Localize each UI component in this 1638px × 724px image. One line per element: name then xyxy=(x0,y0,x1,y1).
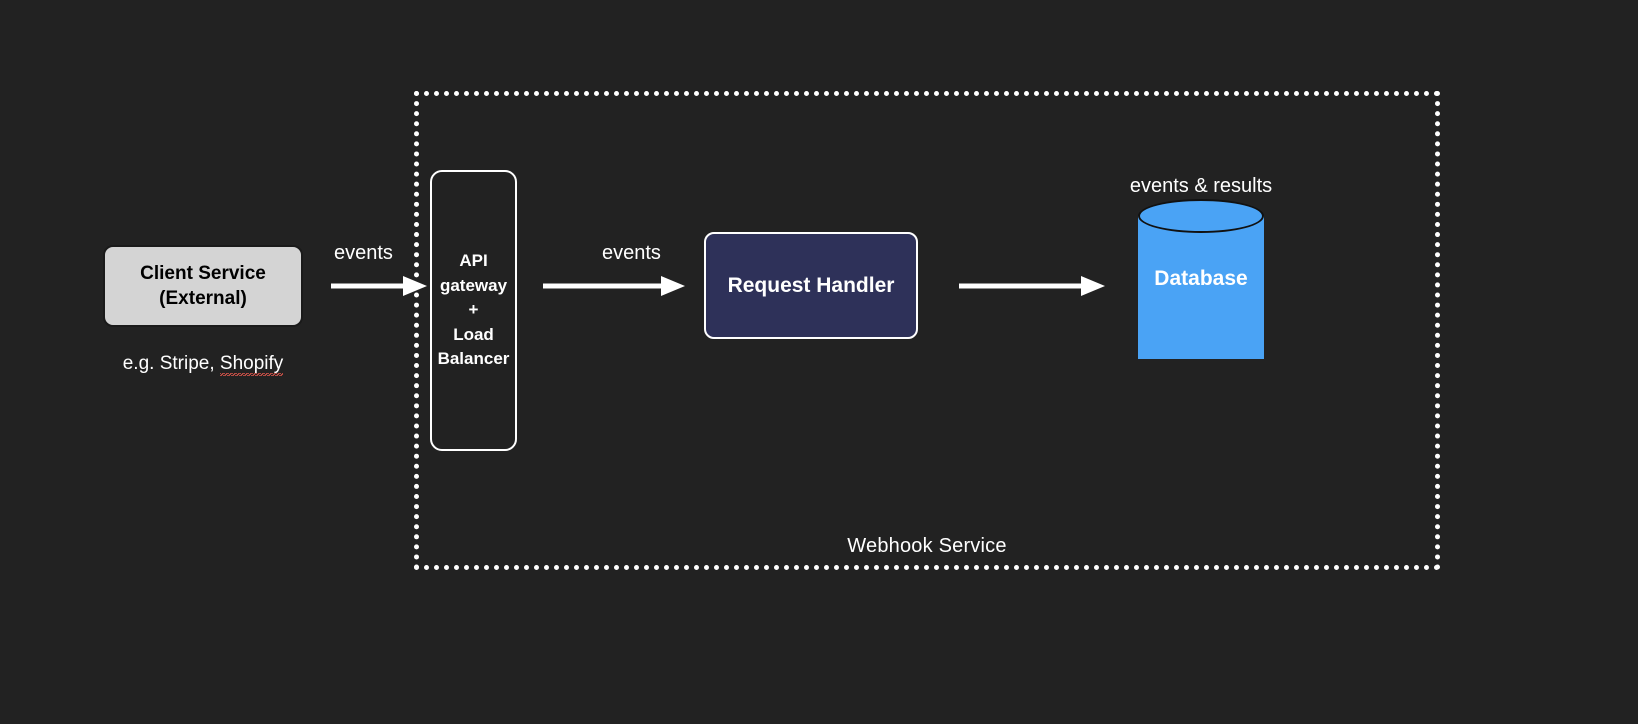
arrow-label-gateway-to-handler: events xyxy=(602,242,661,264)
webhook-service-label: Webhook Service xyxy=(847,535,1007,557)
arrow-gateway-to-handler xyxy=(543,275,685,297)
node-client-service[interactable]: Client Service (External) xyxy=(103,245,303,327)
api-gateway-line-4: Load xyxy=(453,324,494,344)
api-gateway-line-3: + xyxy=(468,300,479,320)
webhook-service-boundary xyxy=(414,91,1440,570)
arrow-label-client-to-gateway: events xyxy=(334,242,393,264)
node-api-gateway-load-balancer[interactable]: API gateway + Load Balancer xyxy=(430,170,517,451)
client-service-line-2: (External) xyxy=(159,288,247,309)
client-service-note: e.g. Stripe, Shopify xyxy=(103,353,303,376)
database-cylinder-top xyxy=(1138,199,1264,233)
node-request-handler[interactable]: Request Handler xyxy=(704,232,918,339)
node-database[interactable]: Database xyxy=(1138,199,1264,359)
arrow-client-to-gateway xyxy=(331,275,427,297)
api-gateway-line-1: API xyxy=(459,250,488,270)
database-cylinder-body xyxy=(1138,216,1264,359)
client-note-prefix: e.g. Stripe, xyxy=(122,353,220,374)
api-gateway-line-5: Balancer xyxy=(437,349,510,369)
database-caption: events & results xyxy=(1129,175,1273,197)
database-label: Database xyxy=(1154,267,1248,290)
api-gateway-line-2: gateway xyxy=(439,275,508,295)
arrow-handler-to-database xyxy=(959,275,1105,297)
request-handler-label: Request Handler xyxy=(727,273,895,297)
client-service-line-1: Client Service xyxy=(140,262,266,284)
client-note-misspelled-word: Shopify xyxy=(219,353,284,376)
